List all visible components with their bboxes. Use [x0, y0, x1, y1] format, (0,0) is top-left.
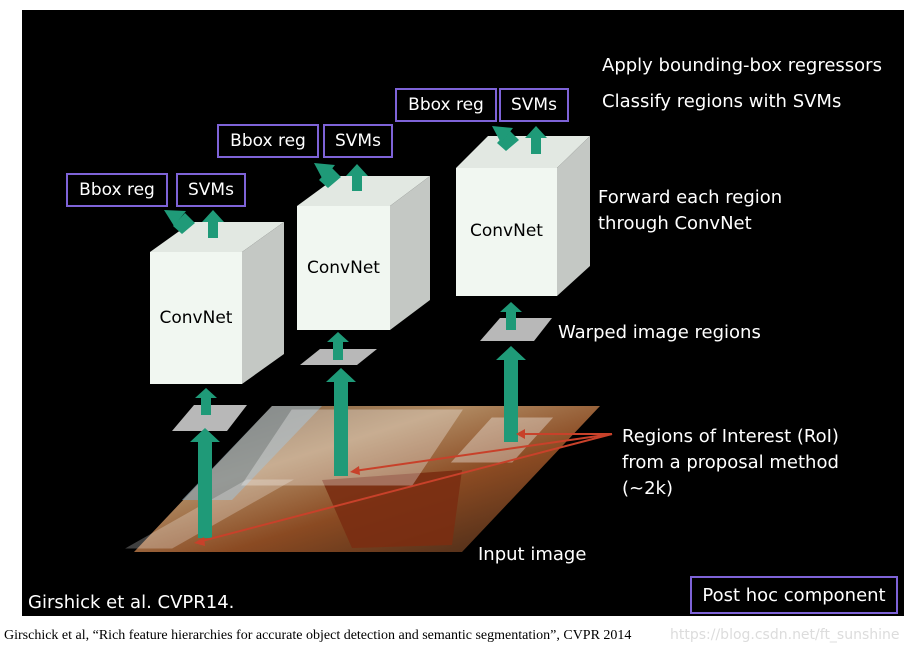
bbox-reg-box-2: Bbox reg	[217, 124, 319, 158]
caption: Girschick et al, “Rich feature hierarchi…	[4, 628, 632, 643]
up-arrow-plate-to-cube-1	[195, 388, 217, 415]
up-arrow-image-to-plate-1	[190, 428, 220, 538]
roi-pointer-2-head	[350, 466, 360, 475]
convnet-cube-3-front	[456, 168, 557, 296]
horse-figure	[322, 470, 462, 548]
roi-pointer-1-head	[194, 537, 205, 546]
svm-arrow-1	[202, 210, 224, 238]
bbox-arrow-3-head	[492, 126, 513, 143]
roi-annotation-line2: from a proposal method	[622, 452, 839, 473]
citation: Girshick et al. CVPR14.	[28, 592, 235, 613]
roi-annotation-line3: (~2k)	[622, 478, 674, 499]
forward-annotation-line2: through ConvNet	[598, 213, 752, 234]
input-image-left-block	[182, 406, 322, 500]
convnet-cube-3-side	[557, 136, 590, 296]
classify-annotation: Classify regions with SVMs	[602, 91, 842, 112]
up-arrow-image-to-plate-3	[496, 346, 526, 442]
post-hoc-box: Post hoc component	[690, 576, 898, 614]
convnet-cube-2-front	[297, 206, 390, 330]
bbox-arrow-2-head	[314, 163, 335, 180]
warped-plate-1	[172, 405, 247, 431]
up-arrow-plate-to-cube-2	[327, 332, 349, 360]
convnet-label-2: ConvNet	[307, 258, 380, 278]
svms-box-2: SVMs	[323, 124, 393, 158]
roi-annotation-line1: Regions of Interest (RoI)	[622, 426, 839, 447]
roi-pointer-2	[353, 433, 613, 472]
warped-annotation: Warped image regions	[558, 322, 761, 343]
svms-box-1: SVMs	[176, 173, 246, 207]
roi-region-3	[450, 417, 554, 463]
bbox-arrow-1-head	[164, 210, 186, 226]
convnet-label-3: ConvNet	[470, 221, 543, 241]
bbox-reg-box-3: Bbox reg	[395, 88, 497, 122]
bbox-arrow-3	[497, 130, 519, 151]
convnet-cube-1-front	[150, 252, 242, 384]
convnet-cube-3-top	[456, 136, 590, 168]
up-arrow-plate-to-cube-3	[500, 302, 522, 330]
convnet-cube-2-side	[390, 176, 430, 330]
convnet-label-1: ConvNet	[159, 308, 233, 328]
svm-arrow-2	[346, 164, 368, 191]
diagram-graphics	[125, 126, 613, 552]
apply-bbox-annotation: Apply bounding-box regressors	[602, 55, 882, 76]
bbox-reg-box-1: Bbox reg	[66, 173, 168, 207]
roi-pointer-1	[197, 433, 613, 543]
convnet-cube-1-side	[242, 222, 284, 384]
up-arrow-image-to-plate-2	[326, 368, 356, 476]
svms-box-3: SVMs	[499, 88, 569, 122]
watermark: https://blog.csdn.net/ft_sunshine	[670, 627, 900, 643]
slide: ConvNet ConvNet ConvNet Bbox reg SVMs Bb…	[22, 10, 904, 616]
bbox-arrow-2	[319, 167, 341, 188]
svm-arrow-3	[525, 126, 547, 154]
bbox-arrow-1	[173, 213, 195, 234]
forward-annotation-line1: Forward each region	[598, 187, 783, 208]
input-image-annotation: Input image	[478, 544, 587, 565]
roi-pointer-3-head	[516, 429, 525, 439]
roi-region-2	[241, 409, 463, 486]
